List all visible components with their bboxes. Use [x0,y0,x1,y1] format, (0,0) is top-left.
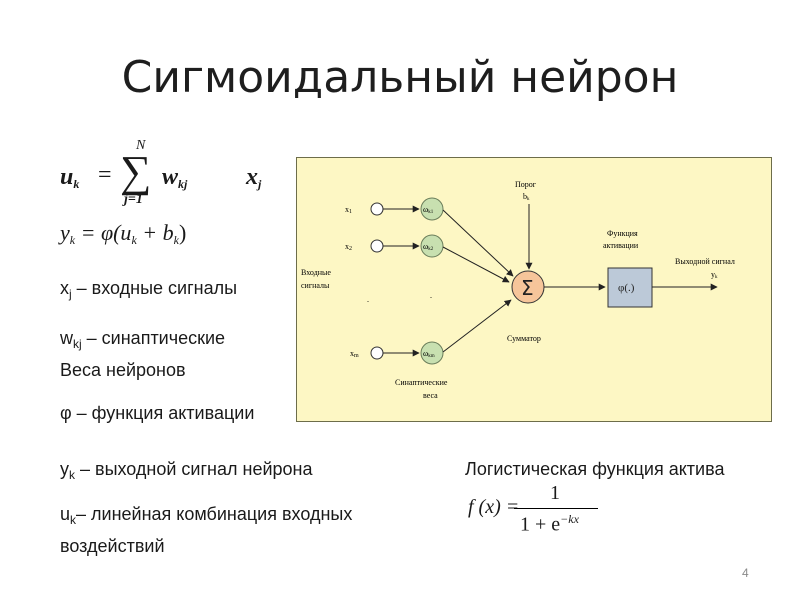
activation-box-label: φ(.) [618,282,635,294]
logistic-lhs: f (x) = [468,496,520,518]
sum-symbol: ∑ [120,147,152,196]
sum-upper-limit: N [136,138,146,153]
output-symbol: yk [711,270,718,280]
activation-label-2: активации [603,241,639,250]
input-node-2 [370,239,384,253]
logistic-numerator: 1 [550,482,560,504]
input-x2-label: x2 [345,242,352,252]
formula-u: uk [60,164,80,191]
legend-uk: uk– линейная комбинация входных воздейст… [60,504,353,556]
weight-m-label: ωkm [423,349,435,359]
legend-yk: yk – выходной сигнал нейрона [60,459,313,482]
input-signals-label-1: Входные [301,268,331,277]
weight-1-label: ωk1 [423,205,434,215]
input-node-1 [370,202,384,216]
activation-box [607,267,653,308]
weight-2-to-sum [442,246,510,283]
dots-inputs: . [367,295,369,304]
weight-1-to-sum [442,209,514,277]
legend-phi: φ – функция активации [60,403,255,423]
input-node-m [370,346,384,360]
weight-m-to-sum [442,299,512,353]
weight-node-2 [420,234,444,258]
input-xm-label: xm [350,349,359,359]
logistic-denominator: 1 + e−kx [520,512,579,536]
formula-equals: = [98,162,112,188]
threshold-label-1: Порог [515,180,537,189]
input-x1-label: x1 [345,205,352,215]
logistic-formula: f (x) = 1 1 + e−kx [468,480,608,540]
fraction-line [514,508,598,509]
page-number: 4 [742,566,749,580]
output-formula: yk = φ(uk + bk) [60,220,187,247]
legend-xj: xj – входные сигналы [60,278,238,301]
slide-title: Сигмоидальный нейрон [121,52,679,103]
weighted-sum-formula: uk = ∑ N j=1 wkj xj [58,138,261,210]
dots-weights: . [430,291,432,300]
weight-node-1 [420,197,444,221]
input-signals-label-2: сигналы [301,281,330,290]
threshold-label-2: bk [523,192,530,202]
neuron-diagram: x1 ωk1 x2 ωk2 . . xm ωkm Входные сигналы… [296,157,772,422]
synaptic-label-2: веса [423,391,438,400]
weight-node-m [420,341,444,365]
output-label: Выходной сигнал [675,257,735,266]
sum-lower-limit: j=1 [124,192,143,207]
formula-w: wkj [162,164,188,191]
activation-label-1: Функция [607,229,638,238]
neuron-diagram-svg: x1 ωk1 x2 ωk2 . . xm ωkm Входные сигналы… [301,180,735,400]
logistic-caption: Логистическая функция актива [465,459,725,479]
synaptic-label-1: Синаптические [395,378,448,387]
legend-wkj: wkj – синаптические Веса нейронов [60,328,226,380]
formula-x: xj [246,164,262,191]
weight-2-label: ωk2 [423,242,434,252]
sum-symbol-node: Σ [521,276,534,300]
adder-label: Сумматор [507,334,541,343]
